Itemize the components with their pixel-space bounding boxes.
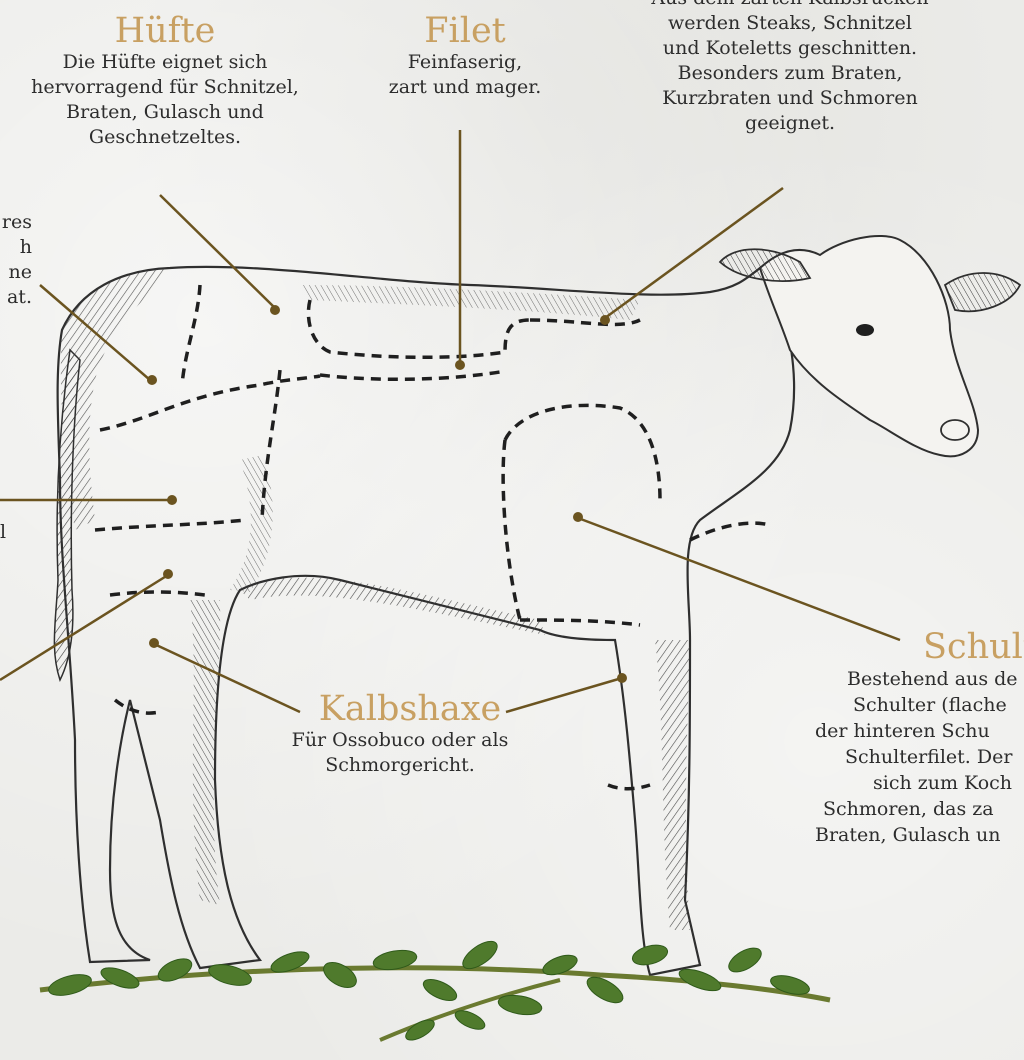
desc-ruecken: Aus dem zarten Kalbsrücken werden Steaks… — [630, 0, 950, 136]
desc-line: h — [0, 235, 32, 260]
desc-line: Für Ossobuco oder als — [250, 728, 550, 753]
label-ruecken: Aus dem zarten Kalbsrücken werden Steaks… — [630, 0, 950, 136]
label-left-fragment2: l — [0, 520, 12, 545]
desc-line: Schmoren, das za — [815, 796, 1024, 822]
desc-line: zart und mager. — [370, 75, 560, 100]
herb-garnish — [40, 936, 830, 1044]
desc-line: res — [0, 210, 32, 235]
label-huefte: Hüfte Die Hüfte eignet sich hervorragend… — [10, 12, 320, 150]
title-huefte: Hüfte — [10, 12, 320, 50]
desc-line: Besonders zum Braten, — [630, 61, 950, 86]
desc-line: Braten, Gulasch un — [815, 822, 1024, 848]
desc-line: Die Hüfte eignet sich — [10, 50, 320, 75]
title-kalbshaxe: Kalbshaxe — [250, 690, 550, 728]
desc-left-fragment2: l — [0, 520, 12, 545]
desc-line: Geschnetzeltes. — [10, 125, 320, 150]
label-filet: Filet Feinfaserig, zart und mager. — [370, 12, 560, 100]
front-leg-shading — [655, 640, 690, 930]
desc-filet: Feinfaserig, zart und mager. — [370, 50, 560, 100]
back-shading — [300, 285, 640, 320]
desc-line: werden Steaks, Schnitzel — [630, 11, 950, 36]
desc-line: ne — [0, 260, 32, 285]
desc-line: Schulterfilet. Der — [815, 744, 1024, 770]
desc-line: Schulter (flache — [815, 692, 1024, 718]
desc-left-fragment: res h ne at. — [0, 210, 32, 310]
eye — [856, 324, 874, 336]
desc-line: hervorragend für Schnitzel, — [10, 75, 320, 100]
belly-shading — [240, 578, 545, 635]
label-kalbshaxe: Kalbshaxe Für Ossobuco oder als Schmorge… — [250, 690, 550, 778]
desc-line: und Koteletts geschnitten. — [630, 36, 950, 61]
desc-line: geeignet. — [630, 111, 950, 136]
desc-line: Braten, Gulasch und — [10, 100, 320, 125]
desc-line: Bestehend aus de — [815, 666, 1024, 692]
desc-line: Aus dem zarten Kalbsrücken — [630, 0, 950, 11]
desc-line: Feinfaserig, — [370, 50, 560, 75]
desc-kalbshaxe: Für Ossobuco oder als Schmorgericht. — [250, 728, 550, 778]
title-schulter: Schult — [815, 628, 1024, 666]
desc-line: Schmorgericht. — [250, 753, 550, 778]
desc-line: Kurzbraten und Schmoren — [630, 86, 950, 111]
desc-line: der hinteren Schu — [815, 718, 1024, 744]
right-ear — [945, 273, 1020, 311]
desc-line: l — [0, 520, 12, 545]
desc-schulter: Bestehend aus de Schulter (flache der hi… — [815, 666, 1024, 848]
label-schulter: Schult Bestehend aus de Schulter (flache… — [815, 628, 1024, 848]
desc-huefte: Die Hüfte eignet sich hervorragend für S… — [10, 50, 320, 150]
label-left-fragment: res h ne at. — [0, 210, 32, 310]
rump-shading — [61, 268, 170, 530]
desc-line: at. — [0, 285, 32, 310]
desc-line: sich zum Koch — [815, 770, 1024, 796]
title-filet: Filet — [370, 12, 560, 50]
